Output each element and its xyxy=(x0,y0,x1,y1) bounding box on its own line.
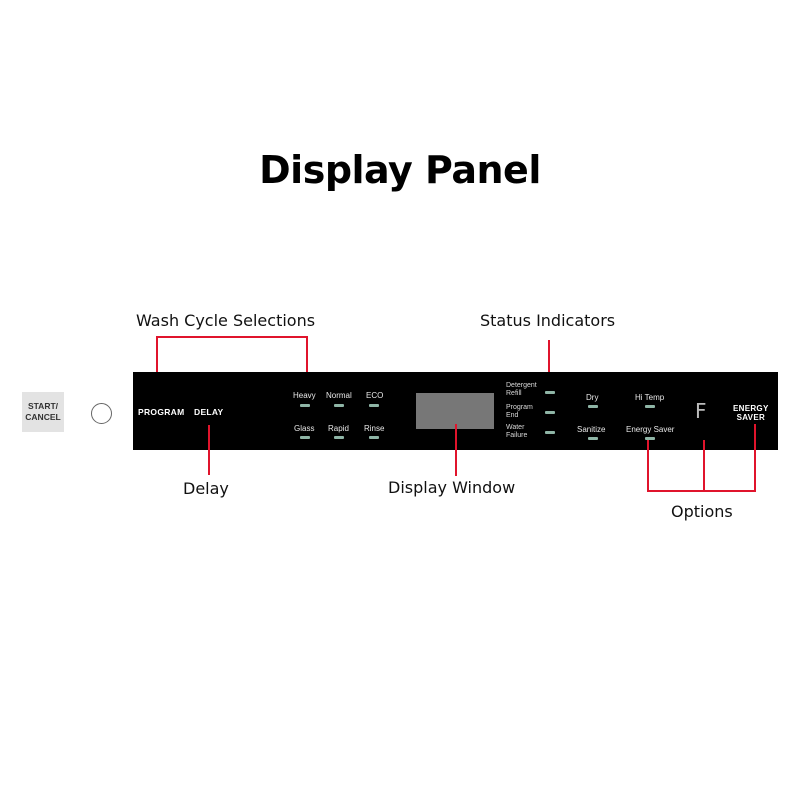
cycle-eco[interactable]: ECO xyxy=(366,391,384,400)
led-glass xyxy=(300,436,310,439)
options-leader-1 xyxy=(647,440,649,492)
cycle-rapid[interactable]: Rapid xyxy=(328,424,349,433)
status-indicators-callout: Status Indicators xyxy=(480,311,616,330)
program-button[interactable]: PROGRAM xyxy=(138,407,185,417)
led-detergent-refill xyxy=(545,391,555,394)
cycle-normal[interactable]: Normal xyxy=(326,391,352,400)
power-circle-button[interactable] xyxy=(91,403,112,424)
led-water-failure xyxy=(545,431,555,434)
led-rapid xyxy=(334,436,344,439)
led-hi-temp xyxy=(645,405,655,408)
led-heavy xyxy=(300,404,310,407)
display-window-callout: Display Window xyxy=(388,478,516,497)
option-energy-saver[interactable]: Energy Saver xyxy=(626,425,675,434)
options-leader-3 xyxy=(754,424,756,492)
led-eco xyxy=(369,404,379,407)
options-leader-2 xyxy=(703,440,705,492)
option-hi-temp[interactable]: Hi Temp xyxy=(635,393,665,402)
led-program-end xyxy=(545,411,555,414)
wash-cycle-leader-right xyxy=(306,336,308,392)
option-sanitize[interactable]: Sanitize xyxy=(577,425,606,434)
delay-button[interactable]: DELAY xyxy=(194,407,224,417)
delay-leader xyxy=(208,425,210,475)
display-window-leader xyxy=(455,424,457,476)
led-normal xyxy=(334,404,344,407)
options-bracket xyxy=(647,490,756,492)
led-energy-saver xyxy=(645,437,655,440)
wash-cycle-callout: Wash Cycle Selections xyxy=(136,311,316,330)
led-sanitize xyxy=(588,437,598,440)
wash-cycle-leader-left xyxy=(156,336,158,398)
delay-callout: Delay xyxy=(183,479,229,498)
led-rinse xyxy=(369,436,379,439)
wash-cycle-bracket xyxy=(156,336,308,338)
display-window xyxy=(416,393,494,429)
cycle-rinse[interactable]: Rinse xyxy=(364,424,385,433)
cycle-heavy[interactable]: Heavy xyxy=(293,391,316,400)
options-callout: Options xyxy=(671,502,733,521)
led-dry xyxy=(588,405,598,408)
status-leader xyxy=(548,340,550,392)
cancel-label: CANCEL xyxy=(25,412,61,422)
f-indicator: F xyxy=(695,399,707,423)
page-title: Display Panel xyxy=(259,148,541,192)
start-label: START/ xyxy=(27,401,59,411)
start-cancel-button[interactable]: START/CANCEL xyxy=(22,392,64,432)
option-dry[interactable]: Dry xyxy=(586,393,599,402)
cycle-glass[interactable]: Glass xyxy=(294,424,315,433)
